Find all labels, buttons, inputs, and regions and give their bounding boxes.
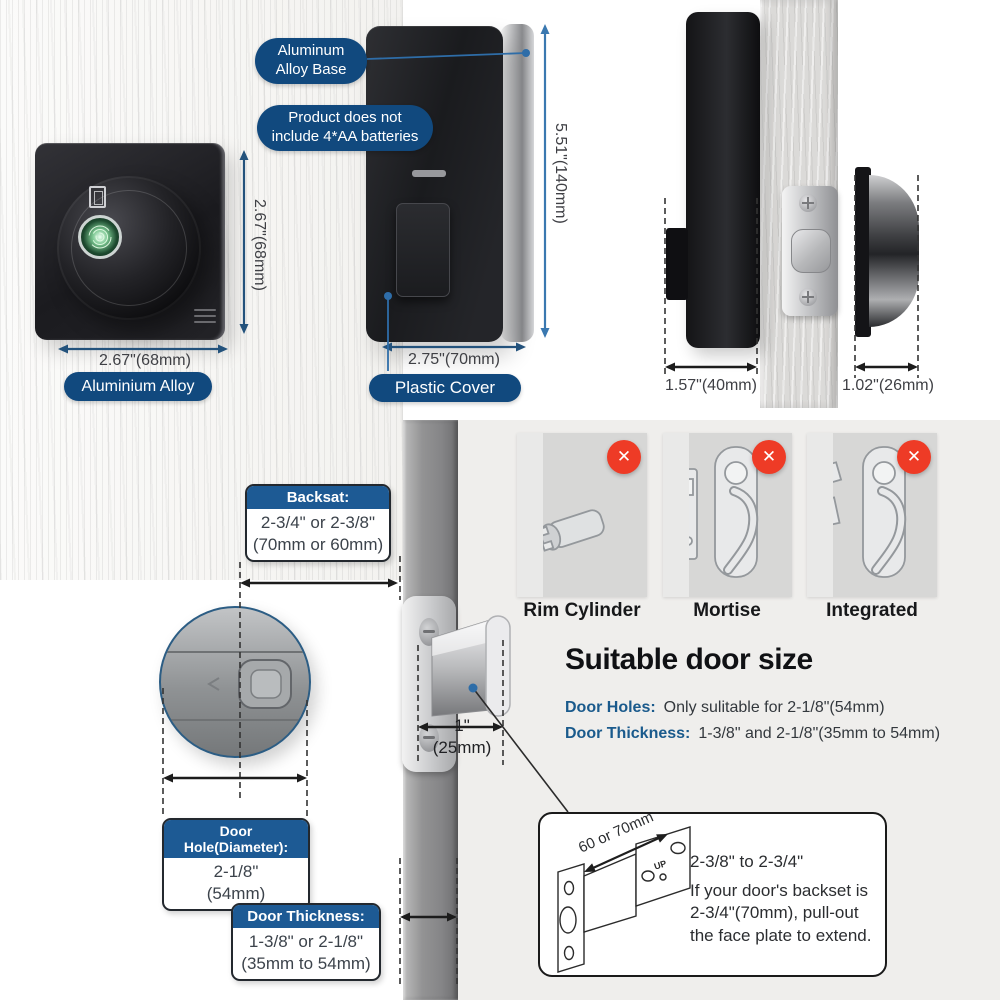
screw-icon xyxy=(799,288,817,306)
backset-line1: 2-3/4" or 2-3/8" xyxy=(260,513,376,532)
aluminum-alloy-base-callout: Aluminum Alloy Base xyxy=(255,38,367,84)
door-hole-box: Door Hole(Diameter): 2-1/8" (54mm) xyxy=(162,818,310,912)
fingerprint-icon xyxy=(88,225,112,249)
door-hole-line1: 2-1/8" xyxy=(213,862,259,881)
panel-integrated: ✕ xyxy=(807,433,937,597)
back-lock-height-dim: 5.51"(140mm) xyxy=(552,122,569,224)
backset-box: Backsat: 2-3/4" or 2-3/8" (70mm or 60mm) xyxy=(245,484,391,563)
front-lock-knob xyxy=(57,176,201,320)
label-mortise: Mortise xyxy=(693,600,761,621)
label-rim-cylinder: Rim Cylinder xyxy=(523,600,641,621)
x-icon: ✕ xyxy=(897,440,931,474)
panel-door-strip xyxy=(517,433,543,597)
back-lock-height-arrow xyxy=(540,24,550,338)
door-thickness-box: Door Thickness: 1-3/8" or 2-1/8" (35mm t… xyxy=(231,903,381,982)
latch-line-drawing: UP xyxy=(557,826,691,973)
knob-depth-dim: 1.02"(26mm) xyxy=(842,377,934,394)
door-thickness-row: Door Thickness: 1-3/8" and 2-1/8"(35mm t… xyxy=(565,725,940,743)
label-integrated: Integrated xyxy=(826,600,918,621)
door-hole-box-header: Door Hole(Diameter): xyxy=(164,820,308,858)
panel-door-strip xyxy=(807,433,833,597)
exterior-knob-dome xyxy=(869,175,919,327)
backset-line2: (70mm or 60mm) xyxy=(252,535,384,555)
up-label: UP xyxy=(653,858,668,871)
aluminium-alloy-pill: Aluminium Alloy xyxy=(64,372,212,401)
screw-icon xyxy=(799,194,817,212)
exterior-knob-plate xyxy=(855,167,871,337)
backset-box-header: Backsat: xyxy=(247,486,389,509)
battery-callout: Product does not include 4*AA batteries xyxy=(257,105,433,151)
door-holes-value: Only sulitable for 2-1/8"(54mm) xyxy=(663,699,885,716)
door-holes-label: Door Holes: xyxy=(565,699,656,716)
panel-mortise: ✕ xyxy=(663,433,792,597)
door-holes-row: Door Holes: Only sulitable for 2-1/8"(54… xyxy=(565,699,885,717)
door-thickness-line1: 1-3/8" or 2-1/8" xyxy=(248,932,364,951)
x-icon: ✕ xyxy=(752,440,786,474)
backset-extend-box: UP xyxy=(538,812,887,977)
door-hole-line2: (54mm) xyxy=(206,884,266,904)
back-lock-width-dim: 2.75"(70mm) xyxy=(408,351,500,368)
latch-closeup-drawing xyxy=(161,651,309,721)
suitable-door-size-title: Suitable door size xyxy=(565,643,813,676)
panel-rim-cylinder: ✕ xyxy=(517,433,647,597)
latch-dim-inches: 1" xyxy=(454,716,470,735)
back-lock-silver-edge xyxy=(500,24,534,342)
door-thickness-line2: (35mm to 54mm) xyxy=(241,954,371,974)
speaker-slots xyxy=(194,309,216,327)
latch-magnifier-circle xyxy=(159,606,311,758)
lock-depth-dim: 1.57"(40mm) xyxy=(665,377,757,394)
front-lock-height-dim: 2.67"(68mm) xyxy=(251,199,268,291)
x-icon: ✕ xyxy=(607,440,641,474)
door-thickness-box-header: Door Thickness: xyxy=(233,905,379,928)
backset-note-text: If your door's backset is 2-3/4"(70mm), … xyxy=(690,881,872,945)
panel-door-strip xyxy=(663,433,689,597)
fingerprint-sensor xyxy=(78,215,122,259)
plastic-cover-pill: Plastic Cover xyxy=(369,374,521,402)
latch-dim-mm: (25mm) xyxy=(432,738,492,757)
battery-cover xyxy=(396,203,450,297)
door-thickness-value: 1-3/8" and 2-1/8"(35mm to 54mm) xyxy=(698,725,941,742)
side-view-protrusion xyxy=(666,228,688,300)
side-view-lock-body xyxy=(686,12,760,348)
handle-slot xyxy=(412,170,446,177)
door-thickness-label: Door Thickness: xyxy=(565,725,691,742)
keyhole-cover-icon xyxy=(89,186,106,208)
front-lock-width-dim: 2.67"(68mm) xyxy=(99,352,191,369)
backset-range-text: 2-3/8" to 2-3/4" xyxy=(690,852,804,871)
deadbolt-side-view xyxy=(791,229,831,273)
